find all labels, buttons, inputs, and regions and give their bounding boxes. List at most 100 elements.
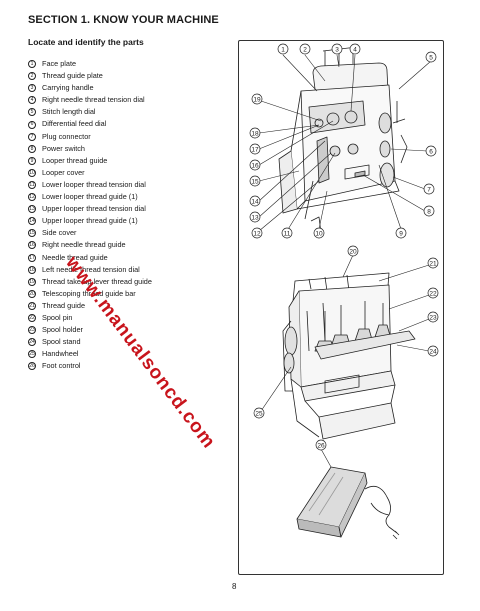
- part-label: Spool holder: [42, 325, 83, 335]
- callout-label: 3: [335, 46, 339, 53]
- callout-18: 18: [249, 127, 261, 139]
- callout-9: 9: [395, 227, 407, 239]
- callout-label: 10: [315, 230, 323, 237]
- part-item: 3 Carrying handle: [28, 82, 152, 94]
- callout-label: 12: [253, 230, 261, 237]
- part-number: 24: [28, 338, 36, 347]
- part-number: 17: [28, 253, 36, 262]
- part-number: 2: [28, 72, 36, 81]
- callout-label: 26: [317, 442, 325, 449]
- parts-subtitle: Locate and identify the parts: [28, 37, 144, 47]
- callout-leader-lines: [258, 54, 432, 468]
- callout-label: 8: [427, 208, 431, 215]
- callout-4: 4: [349, 43, 361, 55]
- callout-label: 20: [349, 248, 357, 255]
- part-label: Lower looper thread guide (1): [42, 192, 138, 202]
- callout-6: 6: [425, 145, 437, 157]
- part-label: Needle thread guide: [42, 252, 108, 262]
- serger-back-illustration: [282, 272, 416, 440]
- part-number: 20: [28, 289, 36, 298]
- callout-label: 25: [255, 410, 263, 417]
- callout-13: 13: [249, 211, 261, 223]
- part-item: 14 Upper looper thread guide (1): [28, 215, 152, 227]
- callout-14: 14: [249, 195, 261, 207]
- callout-19: 19: [251, 93, 263, 105]
- page-number: 8: [232, 582, 237, 591]
- callout-22: 22: [427, 287, 439, 299]
- part-label: Upper looper thread tension dial: [42, 204, 146, 214]
- part-number: 13: [28, 205, 36, 214]
- section-title: SECTION 1. KNOW YOUR MACHINE: [28, 14, 219, 26]
- part-item: 15 Side cover: [28, 227, 152, 239]
- part-item: 11 Lower looper thread tension dial: [28, 179, 152, 191]
- part-label: Thread guide: [42, 300, 86, 310]
- callout-label: 5: [429, 54, 433, 61]
- part-item: 19 Thread take-up lever thread guide: [28, 276, 152, 288]
- part-number: 11: [28, 180, 36, 189]
- callout-23: 23: [427, 311, 439, 323]
- part-label: Stitch length dial: [42, 107, 96, 117]
- part-number: 7: [28, 132, 36, 141]
- part-number: 14: [28, 217, 36, 226]
- part-label: Side cover: [42, 228, 77, 238]
- part-number: 4: [28, 96, 36, 105]
- callout-label: 18: [251, 130, 259, 137]
- part-label: Thread take-up lever thread guide: [42, 276, 152, 286]
- callout-24: 24: [427, 345, 439, 357]
- part-label: Right needle thread guide: [42, 240, 126, 250]
- part-item: 9 Looper thread guide: [28, 155, 152, 167]
- callout-label: 17: [251, 146, 259, 153]
- foot-control-illustration: [296, 466, 400, 540]
- callout-label: 24: [429, 348, 437, 355]
- callout-17: 17: [249, 143, 261, 155]
- part-label: Foot control: [42, 361, 81, 371]
- part-label: Differential feed dial: [42, 119, 107, 129]
- callout-11: 11: [281, 227, 293, 239]
- part-label: Carrying handle: [42, 83, 94, 93]
- part-number: 12: [28, 193, 36, 202]
- part-item: 4 Right needle thread tension dial: [28, 94, 152, 106]
- part-number: 3: [28, 84, 36, 93]
- callout-label: 11: [284, 230, 291, 237]
- parts-diagram: 1 2 3 4 5 6 7 8 9 10 11 12 13 14 15 16 1…: [249, 43, 439, 540]
- part-item: 16 Right needle thread guide: [28, 239, 152, 251]
- part-label: Telescoping thread guide bar: [42, 288, 136, 298]
- callout-1: 1: [277, 43, 289, 55]
- part-item: 13 Upper looper thread tension dial: [28, 203, 152, 215]
- part-number: 15: [28, 229, 36, 238]
- part-number: 8: [28, 144, 36, 153]
- part-label: Upper looper thread guide (1): [42, 216, 138, 226]
- callout-5: 5: [425, 51, 437, 63]
- part-number: 9: [28, 156, 36, 165]
- part-number: 19: [28, 277, 36, 286]
- callout-26: 26: [315, 439, 327, 451]
- callout-15: 15: [249, 175, 261, 187]
- callout-label: 4: [353, 46, 357, 53]
- callout-label: 22: [429, 290, 437, 297]
- part-label: Lower looper thread tension dial: [42, 179, 146, 189]
- callout-label: 7: [427, 186, 431, 193]
- part-label: Right needle thread tension dial: [42, 95, 145, 105]
- callout-3: 3: [331, 43, 343, 55]
- callout-21: 21: [427, 257, 439, 269]
- part-label: Left needle thread tension dial: [42, 264, 140, 274]
- parts-diagram-frame: 1 2 3 4 5 6 7 8 9 10 11 12 13 14 15 16 1…: [238, 40, 444, 575]
- callout-label: 13: [251, 214, 259, 221]
- part-number: 16: [28, 241, 36, 250]
- callout-10: 10: [313, 227, 325, 239]
- callout-label: 15: [251, 178, 259, 185]
- callout-label: 6: [429, 148, 433, 155]
- callout-8: 8: [423, 205, 435, 217]
- part-number: 1: [28, 60, 36, 69]
- part-label: Looper thread guide: [42, 155, 108, 165]
